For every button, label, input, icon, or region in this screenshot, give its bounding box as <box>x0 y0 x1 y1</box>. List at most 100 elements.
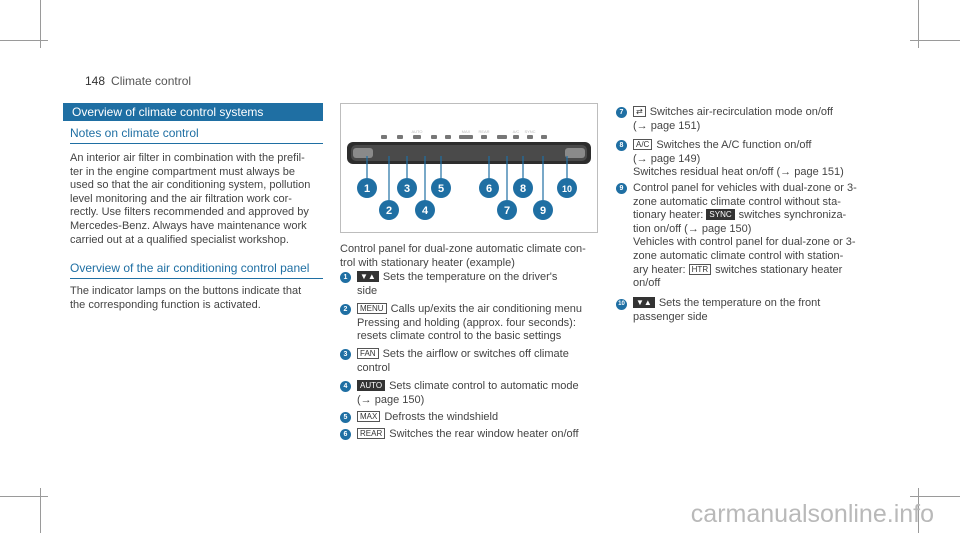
control-panel-figure: 1 3 5 6 8 10 2 4 7 9 AUTO A/C SYNC REAR … <box>340 103 598 233</box>
callout-number: 7 <box>616 107 627 118</box>
text-line: rectly. Use filters recommended and appr… <box>70 206 309 219</box>
callout-number: 4 <box>340 381 351 392</box>
stationary-heater-icon: HTR <box>688 263 712 275</box>
callout-label: 10 <box>562 184 572 194</box>
crop-mark <box>918 0 919 48</box>
watermark: carmanualsonline.info <box>690 500 934 528</box>
text-line: level monitoring and the air filtration … <box>70 192 292 205</box>
text-line: Sets the temperature on the front <box>658 297 821 309</box>
text-line: An interior air filter in combination wi… <box>70 152 305 164</box>
page-section-title: Climate control <box>111 74 192 88</box>
crop-mark <box>918 488 919 533</box>
text-line: Switches the A/C function on/off <box>656 139 812 151</box>
text-line: used so that the air conditioning system… <box>70 179 311 192</box>
text-line: side <box>357 284 378 297</box>
panel-label: MAX <box>462 129 471 134</box>
panel-label: SYNC <box>524 129 535 134</box>
menu-icon: MENU <box>357 303 387 314</box>
callout-label: 5 <box>438 183 444 195</box>
text-line: (→ page 150) <box>357 393 425 406</box>
callout-number: 9 <box>616 183 627 194</box>
ac-icon: A/C <box>633 139 653 150</box>
text-line: ter in the engine compartment must alway… <box>70 165 296 178</box>
text-line: tionary heater: <box>633 209 704 222</box>
callout-number: 6 <box>340 429 351 440</box>
crop-mark <box>910 40 960 41</box>
legend-item: 10 ▼▲Sets the temperature on the front pa… <box>616 297 886 324</box>
crop-mark <box>0 496 48 497</box>
callout-number: 2 <box>340 304 351 315</box>
text-line: Sets the temperature on the driver's <box>382 271 558 283</box>
text-line: (→ page 149) <box>633 152 701 165</box>
page-number: 148 <box>85 74 106 88</box>
crop-mark <box>910 496 960 497</box>
text-line: Sets the airflow or switches off climate <box>382 348 569 360</box>
callouts-bottom <box>379 200 553 220</box>
text-line: Defrosts the windshield <box>384 411 499 423</box>
legend-item: 7 ⇄Switches air-recirculation mode on/off… <box>616 106 886 133</box>
windshield-defrost-icon: MAX <box>357 411 381 422</box>
text-line: Pressing and holding (approx. four secon… <box>357 316 576 329</box>
text-line: zone automatic climate control without s… <box>633 195 841 208</box>
text-line: trol with stationary heater (example) <box>340 256 515 269</box>
text-line: the corresponding function is activated. <box>70 298 261 311</box>
crop-mark <box>40 0 41 48</box>
rear-window-heater-icon: REAR <box>357 428 386 439</box>
figure-caption: Control panel for dual-zone automatic cl… <box>340 243 605 270</box>
legend-item: 9 Control panel for vehicles with dual-zo… <box>616 182 896 291</box>
text-line: Switches air-recirculation mode on/off <box>649 106 833 118</box>
callouts-top <box>357 178 577 198</box>
panel-label: A/C <box>513 129 520 134</box>
control-panel-illustration: 1 3 5 6 8 10 2 4 7 9 AUTO A/C SYNC REAR … <box>347 129 591 220</box>
callout-label: 2 <box>386 205 392 217</box>
legend-item: 1▼▲Sets the temperature on the driver's … <box>340 271 615 298</box>
section-title: Overview of climate control systems <box>63 103 323 121</box>
text-line: Switches residual heat on/off (→ page 15… <box>633 166 844 179</box>
text-line: on/off <box>633 277 661 290</box>
fan-icon: FAN <box>357 348 379 359</box>
crop-mark <box>0 40 48 41</box>
text-line: resets climate control to the basic sett… <box>357 330 562 343</box>
callout-number: 8 <box>616 140 627 151</box>
recirculation-icon: ⇄ <box>633 106 646 117</box>
temperature-icon: ▼▲ <box>357 271 379 282</box>
callout-number: 1 <box>340 272 351 283</box>
crop-mark <box>40 488 41 533</box>
text-line: The indicator lamps on the buttons indic… <box>70 285 302 297</box>
callout-label: 9 <box>540 205 546 217</box>
text-line: passenger side <box>633 310 708 323</box>
text-line: (→ page 151) <box>633 119 701 132</box>
callout-label: 6 <box>486 183 492 195</box>
text-line: carried out at a qualified specialist wo… <box>70 233 289 246</box>
panel-label: AUTO <box>411 129 422 134</box>
overview-heading: Overview of the air conditioning control… <box>70 261 323 279</box>
panel-label: REAR <box>478 129 489 134</box>
text-line: tion on/off (→ page 150) <box>633 222 752 235</box>
temperature-icon: ▼▲ <box>633 297 655 308</box>
text-line: Vehicles with control panel for dual-zon… <box>633 236 856 249</box>
callout-number: 5 <box>340 412 351 423</box>
overview-paragraph: The indicator lamps on the buttons indic… <box>70 285 330 312</box>
callout-label: 8 <box>520 183 526 195</box>
text-line: control <box>357 361 391 374</box>
page-header: 148 Climate control <box>85 74 191 88</box>
text-line: zone automatic climate control with stat… <box>633 249 844 262</box>
callout-number: 10 <box>616 299 627 310</box>
text-line: Control panel for vehicles with dual-zon… <box>633 182 857 194</box>
callout-label: 3 <box>404 183 410 195</box>
callout-label: 4 <box>422 205 429 217</box>
sync-icon: SYNC <box>706 209 735 221</box>
text-line: Control panel for dual-zone automatic cl… <box>340 243 586 255</box>
auto-icon: AUTO <box>357 380 386 391</box>
text-line: Sets climate control to automatic mode <box>389 380 579 392</box>
text-line: Switches the rear window heater on/off <box>389 428 579 440</box>
callout-label: 1 <box>364 183 370 195</box>
text-line: switches synchroniza- <box>738 209 847 222</box>
text-line: ary heater: <box>633 263 686 276</box>
notes-paragraph: An interior air filter in combination wi… <box>70 152 330 247</box>
